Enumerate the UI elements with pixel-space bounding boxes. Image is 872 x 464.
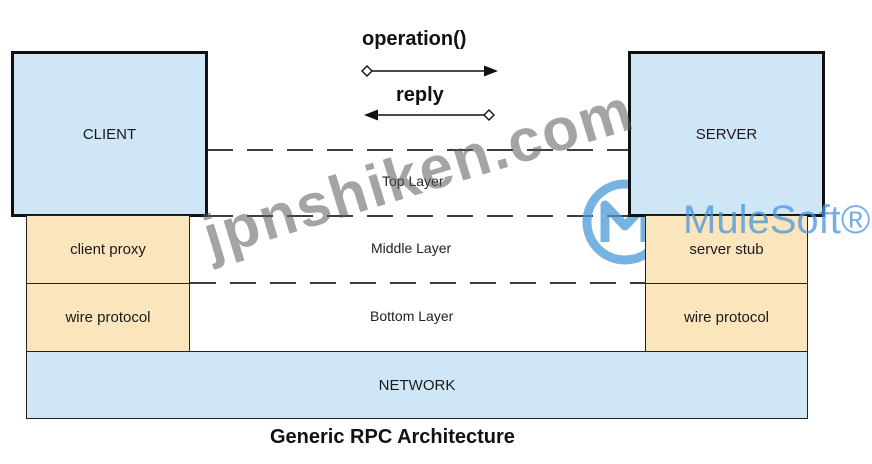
reply-label: reply bbox=[396, 84, 444, 106]
client-box: CLIENT bbox=[11, 51, 208, 217]
reply-arrow bbox=[364, 109, 495, 121]
operation-arrow bbox=[361, 65, 498, 77]
client-label: CLIENT bbox=[82, 125, 137, 143]
server-label: SERVER bbox=[695, 125, 758, 143]
bottom-layer-label: Bottom Layer bbox=[370, 308, 454, 324]
mulesoft-logo-text: MuleSoft® bbox=[683, 198, 871, 242]
middle-layer-label: Middle Layer bbox=[371, 240, 452, 256]
network-box: NETWORK bbox=[26, 351, 808, 419]
client-proxy-box: client proxy bbox=[26, 215, 190, 284]
client-wire-protocol-box: wire protocol bbox=[26, 283, 190, 352]
operation-label: operation() bbox=[362, 28, 467, 50]
client-wire-protocol-label: wire protocol bbox=[65, 309, 151, 326]
top-layer-label: Top Layer bbox=[382, 173, 444, 189]
server-wire-protocol-label: wire protocol bbox=[683, 309, 770, 326]
network-label: NETWORK bbox=[378, 376, 456, 394]
server-wire-protocol-box: wire protocol bbox=[645, 283, 808, 352]
client-proxy-label: client proxy bbox=[70, 241, 146, 258]
server-box: SERVER bbox=[628, 51, 825, 217]
server-stub-label: server stub bbox=[689, 241, 764, 258]
diagram-caption: Generic RPC Architecture bbox=[270, 426, 515, 448]
